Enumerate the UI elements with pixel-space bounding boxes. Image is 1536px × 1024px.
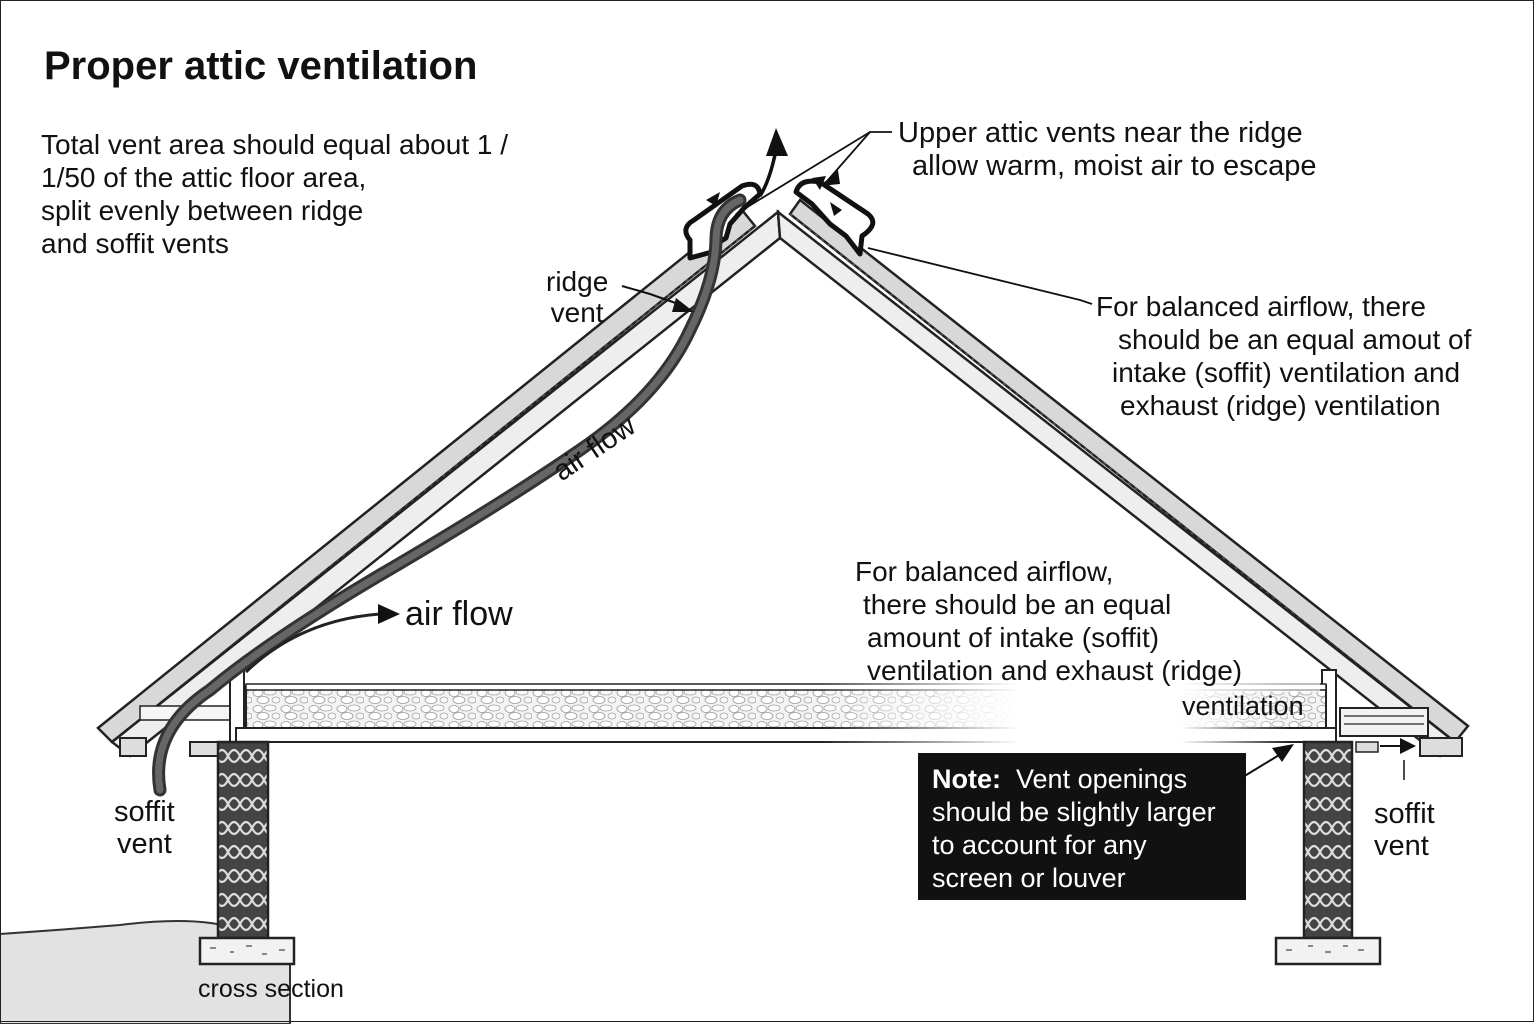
balanced-1-line: should be an equal amout of (1118, 324, 1472, 355)
right-soffit-board (1339, 707, 1429, 737)
note-heading: Note: (932, 764, 1001, 794)
left-roof-shingles (96, 208, 757, 744)
upper-vents-line: Upper attic vents near the ridge (898, 117, 1303, 149)
intro-line: 1/50 of the attic floor area, (41, 162, 367, 193)
balanced-1-line: exhaust (ridge) ventilation (1120, 390, 1441, 421)
right-fascia (1419, 737, 1463, 757)
right-wall (1302, 740, 1354, 940)
balanced-2-line: amount of intake (soffit) (867, 622, 1160, 653)
balanced-leader (867, 247, 1093, 305)
balanced-airflow-label-1: For balanced airflow, there should be an… (1096, 290, 1471, 422)
intro-text: Total vent area should equal about 1 / 1… (41, 128, 508, 260)
left-fascia (119, 737, 147, 757)
soffit-vent-left-label: soffit vent (114, 796, 175, 860)
soffit-vent-right-label: soffit vent (1374, 798, 1435, 862)
upper-vents-label: Upper attic vents near the ridge allow w… (898, 117, 1317, 183)
ridge-vent-leader (621, 285, 685, 307)
soffit-vent-left-line: soffit (114, 796, 175, 828)
balanced-1-line: For balanced airflow, there (1096, 291, 1426, 322)
intro-line: and soffit vents (41, 228, 229, 259)
balanced-2-line: ventilation and exhaust (ridge) (867, 655, 1243, 686)
ridge-vent-label-line: vent (550, 297, 604, 328)
intro-line: split evenly between ridge (41, 195, 364, 226)
balanced-airflow-label-2: For balanced airflow, there should be an… (855, 555, 1242, 687)
balanced-2-line: For balanced airflow, (855, 556, 1114, 587)
ridge-vent-label: ridge vent (546, 266, 608, 328)
left-wall (216, 740, 270, 940)
soffit-vent-right-line: soffit (1374, 798, 1435, 830)
left-rafter (109, 209, 782, 758)
page-title: Proper attic ventilation (44, 44, 478, 88)
note-box: Note: Vent openings should be slightly l… (918, 753, 1246, 926)
balanced-2-line: there should be an equal (863, 589, 1172, 620)
soffit-vent-right-line: vent (1374, 830, 1429, 862)
cross-section-label: cross section (198, 975, 344, 1003)
intro-line: Total vent area should equal about 1 / (41, 129, 509, 160)
balanced-1-line: intake (soffit) ventilation and (1112, 357, 1461, 388)
note-first-text: Vent openings (1016, 764, 1188, 794)
note-line: should be slightly larger (932, 797, 1216, 827)
ridge-vent-label-line: ridge (546, 266, 609, 297)
air-flow-attic-label: air flow (405, 595, 513, 633)
exhaust-arrow (758, 149, 778, 197)
left-footing (198, 936, 296, 966)
note-line: to account for any (932, 830, 1147, 860)
note-first-line: Note: Vent openings (932, 763, 1238, 796)
ventilation-label: ventilation (1182, 691, 1304, 721)
note-line: screen or louver blockage (932, 863, 1126, 926)
upper-vents-line: allow warm, moist air to escape (912, 150, 1317, 182)
soffit-vent-left-line: vent (116, 828, 172, 860)
air-flow-arrow-attic (244, 612, 381, 674)
